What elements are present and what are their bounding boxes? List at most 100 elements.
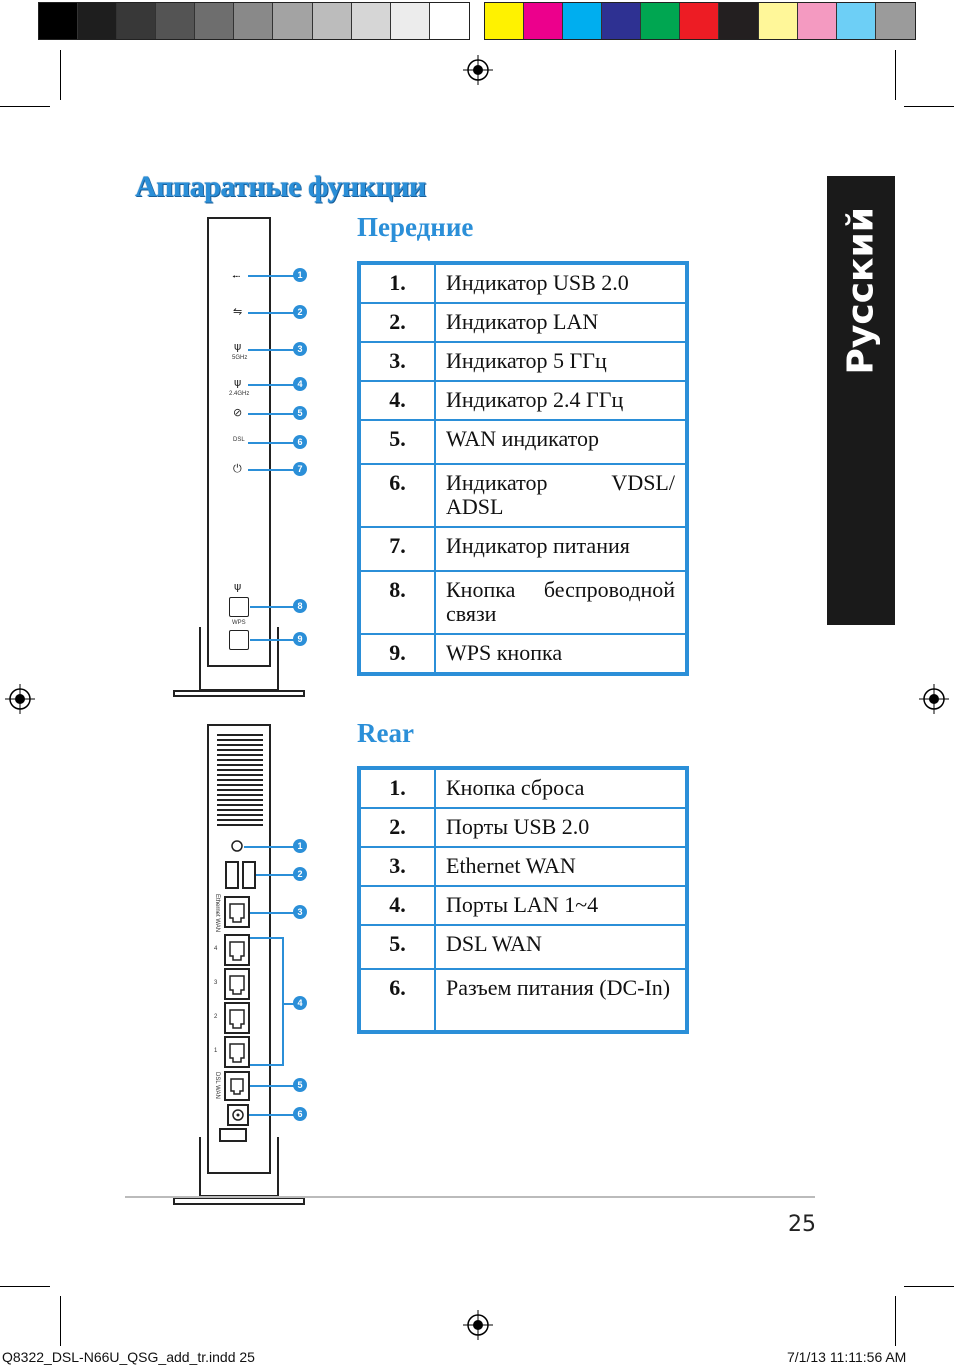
- item-description: WPS кнопка: [434, 633, 688, 675]
- power-icon: ⏻: [233, 462, 242, 475]
- color-swatch: [78, 3, 118, 39]
- label-lan-4: 4: [214, 946, 218, 952]
- table-row: 6.Индикатор VDSL/ ADSL: [358, 463, 688, 528]
- color-swatch: [797, 3, 837, 39]
- router-base: [173, 690, 305, 697]
- item-description: Индикатор USB 2.0: [434, 262, 688, 304]
- color-swatch: [680, 3, 720, 39]
- color-swatch: [273, 3, 313, 39]
- table-row: 3.Ethernet WAN: [358, 846, 688, 887]
- item-number: 3.: [358, 846, 436, 887]
- lan-port-icon[interactable]: [224, 1002, 250, 1034]
- crop-mark: [0, 1286, 50, 1287]
- item-description: Порты LAN 1~4: [434, 885, 688, 926]
- wan-globe-icon: ⊘: [233, 406, 243, 419]
- page-number: 25: [788, 1212, 816, 1237]
- color-swatch: [524, 3, 564, 39]
- router-base: [173, 1197, 305, 1205]
- crop-mark: [60, 1296, 61, 1346]
- label-ethernet-wan: Ethernet WAN: [214, 894, 220, 933]
- wps-button[interactable]: [229, 630, 249, 650]
- language-tab-label: Русский: [840, 207, 882, 375]
- item-number: 7.: [358, 526, 436, 572]
- table-row: 3.Индикатор 5 ГГц: [358, 341, 688, 382]
- item-number: 4.: [358, 380, 436, 421]
- item-description: Индикатор VDSL/ ADSL: [434, 463, 688, 528]
- ventilation-grille: [217, 734, 263, 826]
- table-row: 8.Кнопка беспроводной связи: [358, 570, 688, 635]
- item-description: Индикатор 2.4 ГГц: [434, 380, 688, 421]
- color-swatch: [563, 3, 603, 39]
- lan-port-icon[interactable]: [224, 1036, 250, 1068]
- item-description: Индикатор LAN: [434, 302, 688, 343]
- dc-in-port-icon[interactable]: [227, 1104, 249, 1126]
- front-heading: Передние: [357, 212, 474, 242]
- leader-line: [250, 1085, 294, 1087]
- callout-marker: 6: [293, 1107, 307, 1121]
- crop-mark: [895, 50, 896, 100]
- ethernet-wan-port-icon[interactable]: [224, 896, 250, 928]
- table-row: 5.DSL WAN: [358, 924, 688, 970]
- label-24ghz: 2.4GHz: [229, 391, 250, 397]
- crop-mark: [904, 1286, 954, 1287]
- callout-marker: 4: [293, 377, 307, 391]
- crop-mark: [895, 1296, 896, 1346]
- wifi-24ghz-icon: ψ: [234, 376, 242, 389]
- color-swatch: [234, 3, 274, 39]
- slug-date-time: 7/1/13 11:11:56 AM: [787, 1349, 907, 1365]
- callout-marker: 1: [293, 268, 307, 282]
- power-switch[interactable]: [219, 1128, 247, 1142]
- item-number: 1.: [358, 767, 436, 809]
- registration-mark-icon: [463, 1310, 493, 1340]
- callout-marker: 8: [293, 599, 307, 613]
- callout-marker: 5: [293, 406, 307, 420]
- label-lan-3: 3: [214, 980, 218, 986]
- leader-line: [250, 639, 294, 641]
- registration-mark-icon: [5, 684, 35, 714]
- color-swatch: [485, 3, 525, 39]
- usb-port[interactable]: [225, 861, 239, 889]
- callout-marker: 3: [293, 342, 307, 356]
- wireless-button[interactable]: [229, 597, 249, 617]
- language-tab: Русский: [827, 176, 895, 625]
- color-swatch: [156, 3, 196, 39]
- wireless-button-icon: ψ: [234, 580, 242, 593]
- item-description: Индикатор питания: [434, 526, 688, 572]
- color-swatch: [641, 3, 681, 39]
- label-lan-1: 1: [214, 1048, 218, 1054]
- leader-line: [248, 413, 294, 415]
- callout-marker: 1: [293, 839, 307, 853]
- leader-line: [248, 349, 294, 351]
- label-lan-2: 2: [214, 1014, 218, 1020]
- item-description: Кнопка сброса: [434, 767, 688, 809]
- color-swatch: [195, 3, 235, 39]
- leader-line: [248, 442, 294, 444]
- lan-port-icon[interactable]: [224, 934, 250, 966]
- leader-line: [248, 312, 294, 314]
- usb-port[interactable]: [242, 861, 256, 889]
- color-swatch: [836, 3, 876, 39]
- callout-marker: 2: [293, 305, 307, 319]
- process-color-bar: [484, 2, 916, 40]
- dsl-wan-port-icon[interactable]: [224, 1071, 250, 1101]
- callout-marker: 6: [293, 435, 307, 449]
- callout-marker: 3: [293, 905, 307, 919]
- color-swatch: [351, 3, 391, 39]
- rear-heading: Rear: [357, 718, 414, 748]
- table-row: 2.Индикатор LAN: [358, 302, 688, 343]
- item-number: 1.: [358, 262, 436, 304]
- item-number: 3.: [358, 341, 436, 382]
- lan-bracket: [250, 937, 284, 1066]
- router-stand: [199, 1137, 279, 1197]
- label-wps: WPS: [232, 620, 246, 626]
- callout-marker: 4: [293, 996, 307, 1010]
- footer-rule: [125, 1196, 815, 1198]
- label-5ghz: 5GHz: [232, 355, 248, 361]
- lan-port-icon[interactable]: [224, 968, 250, 1000]
- item-description: Разъем питания (DC-In): [434, 968, 688, 1033]
- leader-line: [244, 846, 294, 848]
- leader-line: [250, 912, 294, 914]
- reset-button-icon[interactable]: [229, 838, 245, 854]
- item-number: 2.: [358, 302, 436, 343]
